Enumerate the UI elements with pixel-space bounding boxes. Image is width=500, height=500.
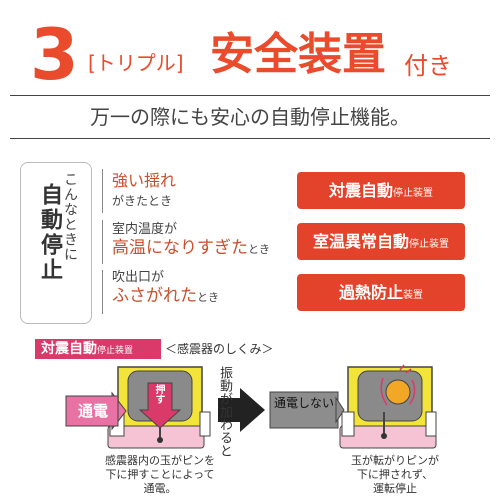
push-label: 押す	[153, 384, 164, 404]
divider-subtitle	[10, 138, 490, 139]
right-base-post	[341, 411, 355, 437]
badge-room-temp-shutoff: 室温異常自動停止装置	[297, 223, 465, 260]
condition-outlet: 吹出口が	[112, 270, 165, 285]
motion-line	[409, 379, 416, 405]
mechanism-caption: ＜感震器のしくみ＞	[165, 342, 274, 356]
push-arrow-icon	[138, 382, 182, 429]
current-label: 通電	[77, 402, 108, 420]
title-suffix: 付き	[404, 52, 452, 80]
rolling-ball	[385, 379, 411, 405]
row-divider	[102, 270, 103, 314]
mechanism-badge: 対震自動停止装置	[35, 339, 161, 359]
condition-strong-shake: 強い揺れ	[112, 171, 177, 190]
no-current-label-box	[269, 391, 339, 429]
vibration-text: 振動が加わると	[217, 366, 232, 457]
left-description: 感震器内の玉がピンを 下に押すことによって 通電。	[105, 454, 215, 495]
condition-blocked-text: ふさがれたとき	[112, 286, 219, 306]
row-divider	[102, 220, 103, 264]
right-pin-head	[381, 433, 387, 439]
left-device-base	[107, 425, 205, 449]
badge-seismic-shutoff: 対震自動停止装置	[297, 172, 465, 209]
right-device-base	[339, 425, 437, 449]
transition-arrow-icon	[218, 388, 265, 432]
left-base-post	[199, 411, 211, 437]
conditions-label-main: 自動停止	[37, 183, 62, 283]
motion-line	[380, 377, 388, 406]
title-tag: [トリプル]	[88, 51, 184, 75]
row-divider	[102, 169, 103, 213]
current-label-box	[65, 395, 119, 427]
subtitle: 万一の際にも安心の自動停止機能。	[90, 105, 410, 129]
right-description: 玉が転がりピンが 下に押されず、 運転停止	[351, 454, 439, 495]
conditions-box	[20, 162, 92, 324]
condition-overheat-text: 高温になりすぎたとき	[112, 238, 270, 258]
condition-room-temp: 室内温度が	[112, 222, 178, 237]
divider-top	[10, 95, 490, 96]
motion-line	[399, 364, 412, 374]
no-current-arrow-icon	[335, 396, 345, 424]
page-title: 安全装置	[210, 29, 386, 80]
badge-overheat-protection: 過熱防止装置	[297, 274, 465, 311]
conditions-label-small: こんなときに	[62, 172, 78, 262]
right-base-post	[425, 411, 437, 437]
title-number: 3	[30, 14, 79, 96]
condition-strong-shake-sub: がきたとき	[112, 194, 173, 208]
no-current-label: 通電しない	[274, 396, 335, 410]
left-pin-head	[157, 437, 163, 443]
